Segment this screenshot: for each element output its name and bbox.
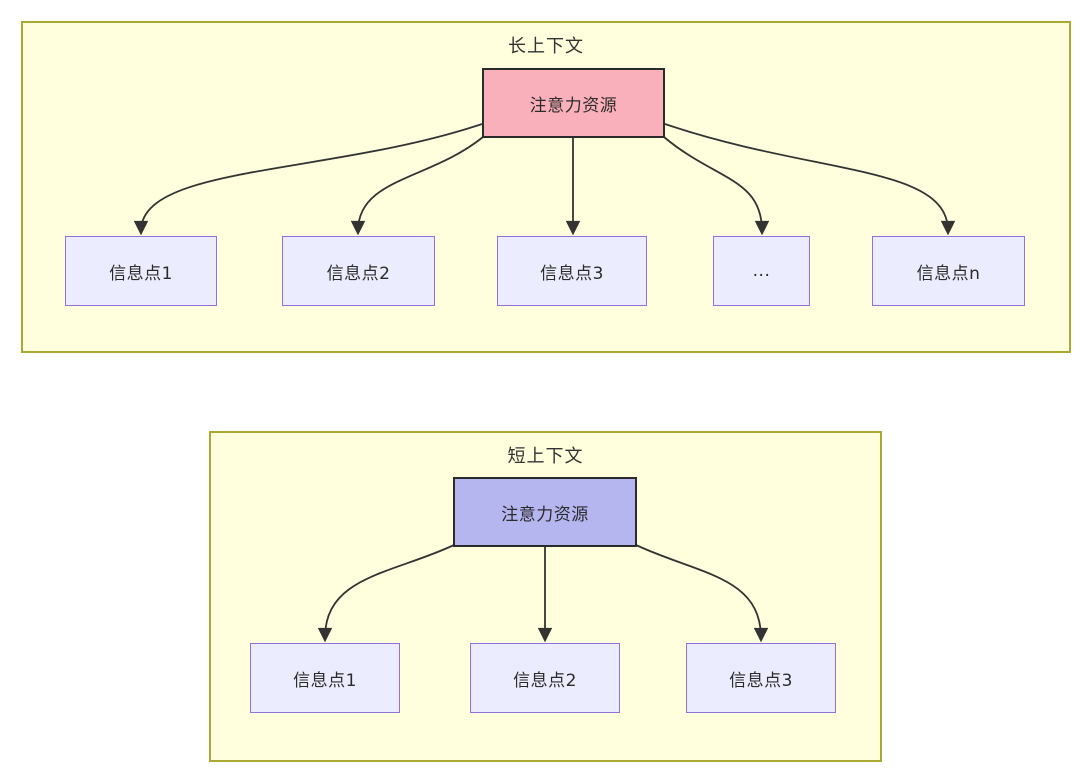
- info-node-short-context-3: 信息点3: [686, 643, 836, 713]
- info-node-long-context-1: 信息点1: [65, 236, 217, 306]
- attention-node-short: 注意力资源: [453, 477, 637, 547]
- info-node-short-context-2: 信息点2: [470, 643, 620, 713]
- info-node-long-context-5: 信息点n: [872, 236, 1025, 306]
- info-node-long-context-4: ...: [713, 236, 810, 306]
- attention-node-long: 注意力资源: [482, 68, 665, 138]
- long-context-title: 长上下文: [508, 36, 584, 57]
- short-context-title: 短上下文: [507, 446, 584, 467]
- info-node-long-context-2: 信息点2: [282, 236, 435, 306]
- info-node-long-context-3: 信息点3: [497, 236, 647, 306]
- info-node-short-context-1: 信息点1: [250, 643, 400, 713]
